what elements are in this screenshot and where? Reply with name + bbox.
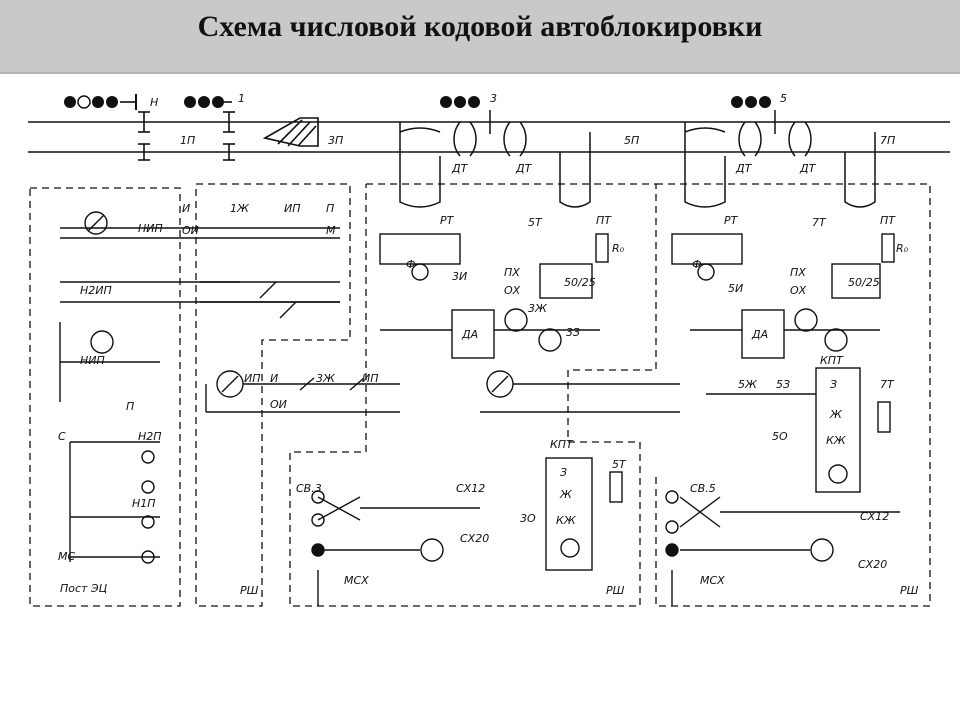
circuit-diagram: Н 1 3 5 1П 3П 5П 7П ДТ ДТ ДТ ДТ	[28, 92, 950, 607]
filter-box-right: Ф	[692, 258, 701, 271]
label-nip: НИП	[138, 222, 163, 235]
label-ip-mid: ИП	[244, 372, 261, 385]
label-5t: 5Т	[528, 216, 543, 229]
rsh-right-boundary	[655, 183, 931, 607]
code-kzh-mid: КЖ	[556, 514, 577, 527]
signal-label-1: 1	[238, 92, 245, 105]
post-ec-boundary	[29, 187, 181, 607]
label-s: С	[58, 430, 66, 443]
label-sv3: СВ.3	[296, 482, 322, 495]
ro-label-mid: R₀	[612, 242, 625, 255]
label-sx12-mid: СХ12	[456, 482, 485, 495]
label-5t-mid: 5Т	[612, 458, 627, 471]
label-rsh-right: РШ	[900, 584, 919, 597]
label-n1p: Н1П	[132, 497, 156, 510]
label-ox-mid: ОХ	[504, 284, 521, 297]
label-5o: 5О	[772, 430, 788, 443]
label-n2ip: Н2ИП	[80, 284, 112, 297]
signal-head-1: 1	[184, 92, 245, 108]
label-rsh-mid: РШ	[606, 584, 625, 597]
label-3i: 3И	[452, 270, 467, 283]
label-sx12-right: СХ12	[860, 510, 889, 523]
rt-label-mid: РТ	[440, 214, 455, 227]
rsh-mid-boundary	[289, 183, 657, 607]
rsh-left-boundary	[195, 183, 351, 607]
rt-label-right: РТ	[724, 214, 739, 227]
code-z-mid: З	[560, 466, 567, 479]
label-i: И	[182, 202, 190, 215]
code-kzh-right: КЖ	[826, 434, 847, 447]
signal-label-3: 3	[490, 92, 497, 105]
label-post-ec: Пост ЭЦ	[60, 582, 108, 595]
signal-head-5: 5	[731, 92, 787, 108]
label-5i: 5И	[728, 282, 743, 295]
label-sx20-mid: СХ20	[460, 532, 489, 545]
label-ms: МС	[58, 550, 75, 563]
track-section-5p: 5П	[624, 134, 639, 147]
track-section-1p: 1П	[180, 134, 195, 147]
filter-box-mid: Ф	[406, 258, 415, 271]
kpt-box-right: КПТ	[820, 354, 844, 367]
code-zh-mid: Ж	[559, 488, 573, 501]
label-3z: 3З	[566, 326, 580, 339]
label-nip-2: НИП	[80, 354, 105, 367]
title-bar	[0, 0, 960, 74]
code-zh-right: Ж	[829, 408, 843, 421]
decoder-box-right: ДА	[751, 328, 768, 341]
choke-transformer-3	[399, 110, 591, 208]
label-3o: 3О	[520, 512, 536, 525]
ro-label-right: R₀	[896, 242, 909, 255]
signal-head-3: 3	[440, 92, 497, 108]
code-z-right: З	[830, 378, 837, 391]
label-1zh: 1Ж	[230, 202, 250, 215]
label-p-2: П	[126, 400, 134, 413]
dt-label: ДТ	[735, 162, 753, 175]
label-3zh-mid: 3Ж	[316, 372, 336, 385]
label-3zh: 3Ж	[528, 302, 548, 315]
dt-label: ДТ	[451, 162, 469, 175]
label-freq-mid: 50/25	[564, 276, 596, 289]
label-rsh-left: РШ	[240, 584, 259, 597]
label-n2p: Н2П	[138, 430, 162, 443]
label-oi-mid: ОИ	[270, 398, 287, 411]
track-section-3p: 3П	[328, 134, 343, 147]
label-sv5: СВ.5	[690, 482, 716, 495]
pt-label-mid: ПТ	[596, 214, 612, 227]
label-7t: 7Т	[812, 216, 827, 229]
signal-head-n: Н	[64, 94, 158, 110]
label-5zh: 5Ж	[738, 378, 758, 391]
label-ip: ИП	[284, 202, 301, 215]
label-px-right: ПХ	[790, 266, 806, 279]
dt-label: ДТ	[799, 162, 817, 175]
label-i-mid: И	[270, 372, 278, 385]
track-section-7p: 7П	[880, 134, 895, 147]
page-title: Схема числовой кодовой автоблокировки	[197, 10, 763, 43]
signal-label-n: Н	[150, 96, 158, 109]
choke-transformer-5	[684, 110, 876, 208]
kpt-box-mid: КПТ	[550, 438, 574, 451]
label-px-mid: ПХ	[504, 266, 520, 279]
label-oi: ОИ	[182, 224, 199, 237]
label-ox-right: ОХ	[790, 284, 807, 297]
label-5z: 5З	[776, 378, 790, 391]
label-freq-right: 50/25	[848, 276, 880, 289]
label-sx20-right: СХ20	[858, 558, 887, 571]
label-ip-mid-2: ИП	[362, 372, 379, 385]
label-m: М	[326, 224, 336, 237]
label-p: П	[326, 202, 334, 215]
signal-label-5: 5	[780, 92, 787, 105]
label-7t-right: 7Т	[880, 378, 895, 391]
decoder-box-mid: ДА	[461, 328, 478, 341]
label-msx-mid: МСХ	[344, 574, 369, 587]
label-msx-right: МСХ	[700, 574, 725, 587]
dt-label: ДТ	[515, 162, 533, 175]
pt-label-right: ПТ	[880, 214, 896, 227]
